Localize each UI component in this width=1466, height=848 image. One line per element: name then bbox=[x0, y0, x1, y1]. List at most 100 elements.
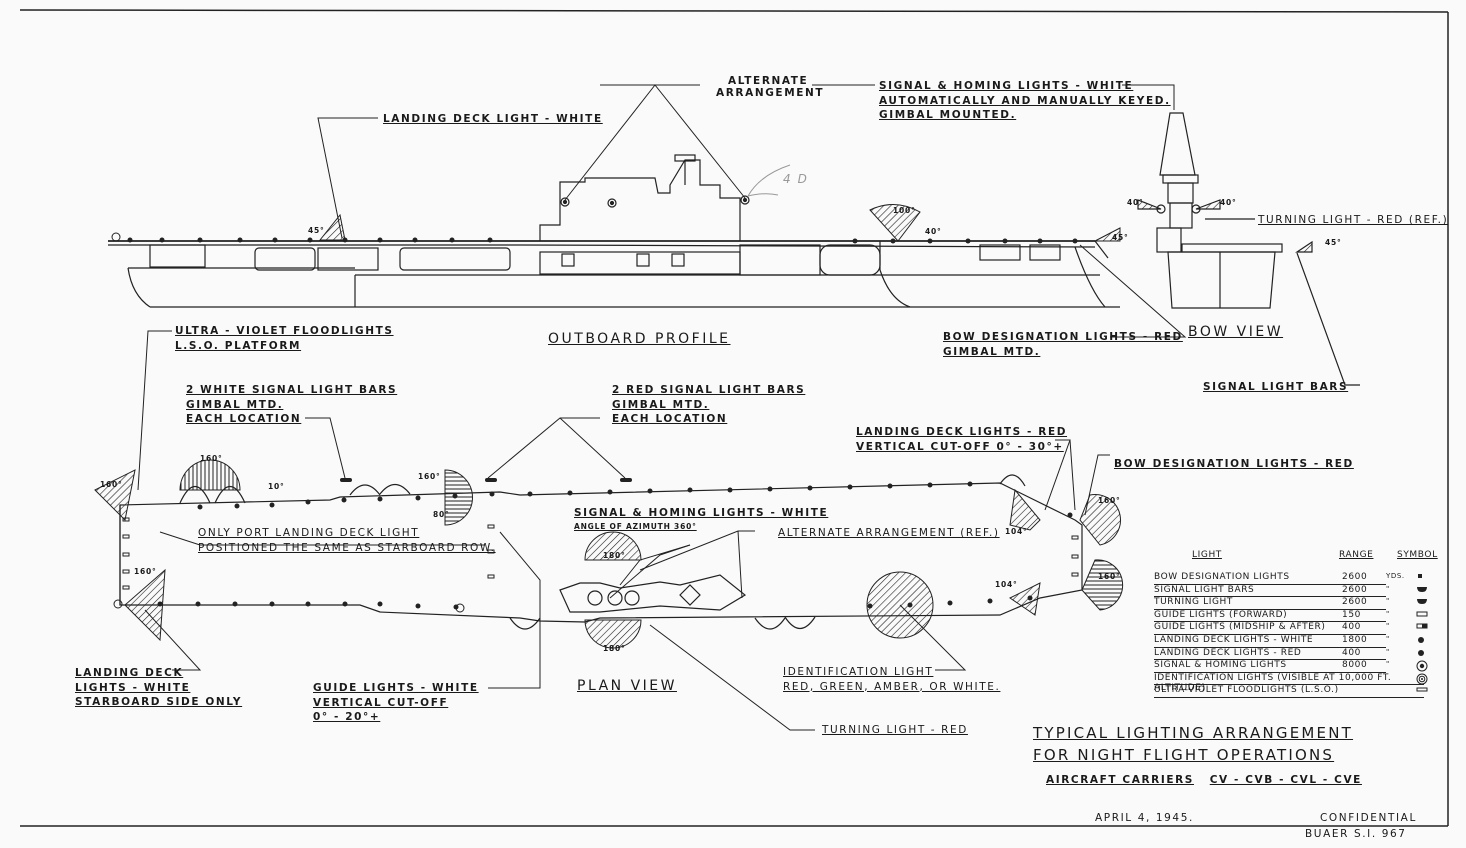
bow-view-ship bbox=[1137, 112, 1360, 386]
legend-light-name: SIGNAL & HOMING LIGHTS bbox=[1154, 660, 1287, 671]
legend-range: 2600 bbox=[1342, 572, 1368, 582]
signal-light-bars-label: SIGNAL LIGHT BARS bbox=[1203, 381, 1349, 393]
signal-light-bars bbox=[340, 478, 632, 482]
port-landing-note: ONLY PORT LANDING DECK LIGHT POSITIONED … bbox=[198, 527, 496, 554]
signal-homing-plan-label: SIGNAL & HOMING LIGHTS - WHITE ANGLE OF … bbox=[574, 507, 829, 531]
guide-lights bbox=[122, 517, 1079, 590]
legend-rows: BOW DESIGNATION LIGHTS 2600 YDS. SIGNAL LIG… bbox=[1154, 572, 1438, 698]
legend-row: LANDING DECK LIGHTS - WHITE 1800 " bbox=[1154, 634, 1424, 648]
legend-light-name: SIGNAL LIGHT BARS bbox=[1154, 584, 1255, 595]
title-line-2: FOR NIGHT FLIGHT OPERATIONS bbox=[1033, 746, 1335, 764]
legend-unit: YDS. bbox=[1386, 572, 1405, 580]
legend-light-name: ULTRA-VIOLET FLOODLIGHTS (L.S.O.) bbox=[1154, 685, 1339, 696]
legend-unit: " bbox=[1386, 634, 1390, 643]
legend-light-name: GUIDE LIGHTS (MIDSHIP & AFTER) bbox=[1154, 622, 1326, 633]
turning-light-ref-label: TURNING LIGHT - RED (REF.) bbox=[1258, 214, 1449, 226]
outboard-profile-heading: OUTBOARD PROFILE bbox=[548, 331, 731, 347]
legend-light-name: IDENTIFICATION LIGHTS (VISIBLE AT 10,000… bbox=[1154, 672, 1392, 693]
drawing-date: APRIL 4, 1945. bbox=[1095, 812, 1194, 824]
uv-floodlights-label: ULTRA - VIOLET FLOODLIGHTS L.S.O. PLATFO… bbox=[175, 325, 394, 352]
legend-row: ULTRA-VIOLET FLOODLIGHTS (L.S.O.) bbox=[1154, 685, 1428, 698]
legend-range: 1800 bbox=[1342, 634, 1368, 645]
plan-light-sectors bbox=[94, 459, 1124, 649]
landing-deck-light-white-label: LANDING DECK LIGHT - WHITE bbox=[383, 113, 603, 125]
classification-label: CONFIDENTIAL bbox=[1320, 812, 1417, 824]
legend-header-range: RANGE bbox=[1339, 550, 1374, 560]
angle-label: 10° bbox=[268, 482, 285, 491]
white-signal-bars-label: 2 WHITE SIGNAL LIGHT BARS GIMBAL MTD. EA… bbox=[186, 384, 398, 425]
alternate-arrangement-ref-label: ALTERNATE ARRANGEMENT (REF.) bbox=[778, 527, 1000, 539]
legend-range: 400 bbox=[1342, 647, 1361, 658]
legend-header-light: LIGHT bbox=[1192, 550, 1222, 560]
legend-row: LANDING DECK LIGHTS - RED 400 " bbox=[1154, 647, 1424, 661]
angle-label: 100° bbox=[893, 206, 916, 215]
angle-label: 160° bbox=[100, 480, 123, 489]
sheet-border bbox=[19, 9, 1449, 827]
legend-unit: " bbox=[1386, 622, 1390, 631]
angle-label: 180° bbox=[603, 644, 626, 653]
legend-light-name: BOW DESIGNATION LIGHTS bbox=[1154, 572, 1290, 582]
angle-label: 40° bbox=[1220, 198, 1237, 207]
legend-range: 2600 bbox=[1342, 597, 1368, 608]
angle-label: 104° bbox=[995, 580, 1018, 589]
bow-view-heading: BOW VIEW bbox=[1188, 324, 1284, 340]
profile-leader-lines bbox=[317, 84, 1187, 338]
angle-label: 45° bbox=[1325, 238, 1342, 247]
angle-label: 80° bbox=[433, 510, 450, 519]
landing-deck-lights-red-label: LANDING DECK LIGHTS - RED VERTICAL CUT-O… bbox=[856, 426, 1068, 453]
legend-light-name: TURNING LIGHT bbox=[1154, 597, 1234, 608]
legend-header: LIGHT RANGE SYMBOL bbox=[1154, 550, 1438, 572]
profile-deck-lights bbox=[111, 232, 1078, 244]
legend-row: IDENTIFICATION LIGHTS (VISIBLE AT 10,000… bbox=[1154, 673, 1428, 693]
angle-label: 104° bbox=[1005, 527, 1028, 536]
angle-label: 160° bbox=[1098, 572, 1121, 581]
angle-label: 45° bbox=[1112, 233, 1129, 242]
reference-number: BUAER S.I. 967 bbox=[1305, 828, 1407, 840]
angle-label: 160° bbox=[134, 567, 157, 576]
alternate-arrangement-label: ALTERNATE bbox=[728, 75, 809, 87]
legend-range: 2600 bbox=[1342, 584, 1368, 595]
legend-unit: " bbox=[1386, 597, 1390, 606]
angle-label: 160° bbox=[418, 472, 441, 481]
red-signal-bars-label: 2 RED SIGNAL LIGHT BARS GIMBAL MTD. EACH… bbox=[612, 384, 806, 425]
angle-label: 180° bbox=[603, 551, 626, 560]
angle-label: 160° bbox=[200, 454, 223, 463]
legend-light-name: GUIDE LIGHTS (FORWARD) bbox=[1154, 609, 1288, 620]
subtitle: AIRCRAFT CARRIERS CV - CVB - CVL - CVE bbox=[1046, 774, 1362, 786]
legend-range: 400 bbox=[1342, 622, 1361, 633]
legend-row: GUIDE LIGHTS (MIDSHIP & AFTER) 400 " bbox=[1154, 622, 1428, 635]
turning-light-red-label: TURNING LIGHT - RED bbox=[822, 724, 968, 736]
pencil-annotation bbox=[747, 164, 791, 197]
profile-light-sectors bbox=[318, 204, 1121, 242]
legend-row: GUIDE LIGHTS (FORWARD) 150 " bbox=[1154, 609, 1428, 623]
alternate-arrangement-label-2: ARRANGEMENT bbox=[716, 87, 825, 99]
bow-designation-plan-label: BOW DESIGNATION LIGHTS - RED bbox=[1114, 458, 1354, 470]
guide-lights-white-label: GUIDE LIGHTS - WHITE VERTICAL CUT-OFF 0°… bbox=[313, 682, 479, 723]
angle-label: 45° bbox=[308, 226, 325, 235]
legend-unit: " bbox=[1386, 660, 1390, 669]
legend-row: BOW DESIGNATION LIGHTS 2600 YDS. bbox=[1154, 572, 1422, 585]
signal-homing-lights-label: SIGNAL & HOMING LIGHTS - WHITE AUTOMATIC… bbox=[879, 80, 1171, 121]
plan-view-heading: PLAN VIEW bbox=[577, 678, 677, 694]
outboard-profile-ship bbox=[108, 154, 1120, 308]
plan-view-ship bbox=[119, 474, 1083, 630]
legend-unit: " bbox=[1386, 584, 1390, 593]
legend-light-name: LANDING DECK LIGHTS - WHITE bbox=[1154, 634, 1314, 645]
angle-label: 40° bbox=[925, 227, 942, 236]
legend-light-name: LANDING DECK LIGHTS - RED bbox=[1154, 647, 1302, 658]
legend-unit: " bbox=[1386, 609, 1390, 618]
pencil-note: 4 D bbox=[783, 172, 809, 186]
bow-designation-lights-label: BOW DESIGNATION LIGHTS - RED GIMBAL MTD. bbox=[943, 331, 1183, 358]
light-legend-table: LIGHT RANGE SYMBOL BOW DESIGNATION LIGHT… bbox=[1154, 550, 1438, 698]
title-line-1: TYPICAL LIGHTING ARRANGEMENT bbox=[1033, 724, 1354, 742]
angle-label: 160° bbox=[1098, 496, 1121, 505]
legend-row: TURNING LIGHT 2600 " bbox=[1154, 597, 1427, 610]
legend-unit: " bbox=[1386, 647, 1390, 656]
angle-label: 40° bbox=[1127, 198, 1144, 207]
landing-deck-white-label: LANDING DECK LIGHTS - WHITE STARBOARD SI… bbox=[75, 667, 243, 708]
legend-header-symbol: SYMBOL bbox=[1397, 550, 1438, 560]
legend-range: 150 bbox=[1342, 609, 1361, 620]
identification-light-label: IDENTIFICATION LIGHT RED, GREEN, AMBER, … bbox=[783, 666, 1001, 693]
